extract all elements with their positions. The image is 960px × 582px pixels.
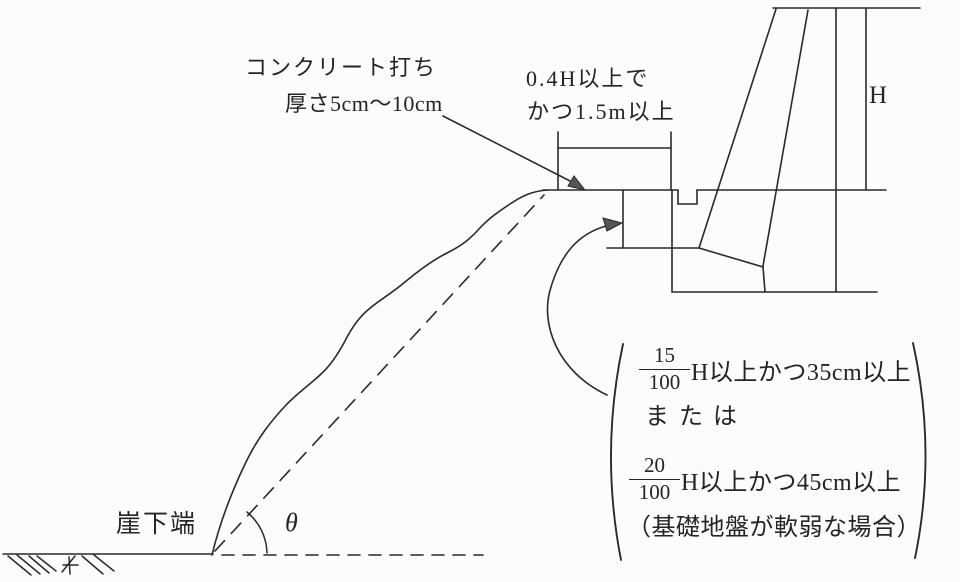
slope-angle-label: θ (285, 508, 298, 537)
footing-heel-vertical (762, 266, 766, 293)
ground-hatching (7, 554, 115, 576)
big-paren-right (912, 342, 927, 559)
concrete-label-line2: 厚さ5cm～10cm (285, 91, 443, 116)
fraction-20-100: 20 100 (629, 453, 680, 504)
fraction-denominator: 100 (648, 369, 681, 394)
big-paren-left (610, 343, 624, 561)
setback-label-line2: かつ1.5m以上 (527, 99, 676, 124)
fraction-numerator: 20 (629, 453, 680, 480)
embedment-condition: （基礎地盤が軟弱な場合） (627, 515, 921, 541)
leader-arrowhead-icon (567, 175, 587, 191)
curved-arrowhead-icon (602, 217, 624, 232)
leader-line (442, 115, 573, 183)
slope-curve (211, 189, 549, 556)
embedment-option-2: 20 100 H以上かつ45cm以上 (629, 453, 902, 504)
footing-heel-slant (698, 247, 764, 268)
embedment-option-1-text: H以上かつ35cm以上 (691, 359, 912, 386)
wall-back-face (762, 9, 809, 267)
embedment-option-2-text: H以上かつ45cm以上 (681, 469, 902, 496)
theta-arc (246, 511, 268, 554)
embedment-option-1: 15 100 H以上かつ35cm以上 (639, 343, 912, 394)
concrete-label-line1: コンクリート打ち (245, 55, 438, 80)
setback-label-line1: 0.4H以上で (526, 66, 650, 91)
keyway-notch (677, 189, 698, 205)
embedment-connector: または (645, 404, 747, 430)
wall-height-label: H (869, 82, 888, 109)
fraction-15-100: 15 100 (639, 343, 690, 394)
gake-dashed-line (214, 194, 545, 552)
curved-arrow (546, 225, 608, 396)
fraction-numerator: 15 (639, 343, 690, 370)
cliff-bottom-label: 崖下端 (116, 511, 198, 538)
wall-front-face (698, 8, 777, 249)
fraction-denominator: 100 (638, 479, 671, 504)
